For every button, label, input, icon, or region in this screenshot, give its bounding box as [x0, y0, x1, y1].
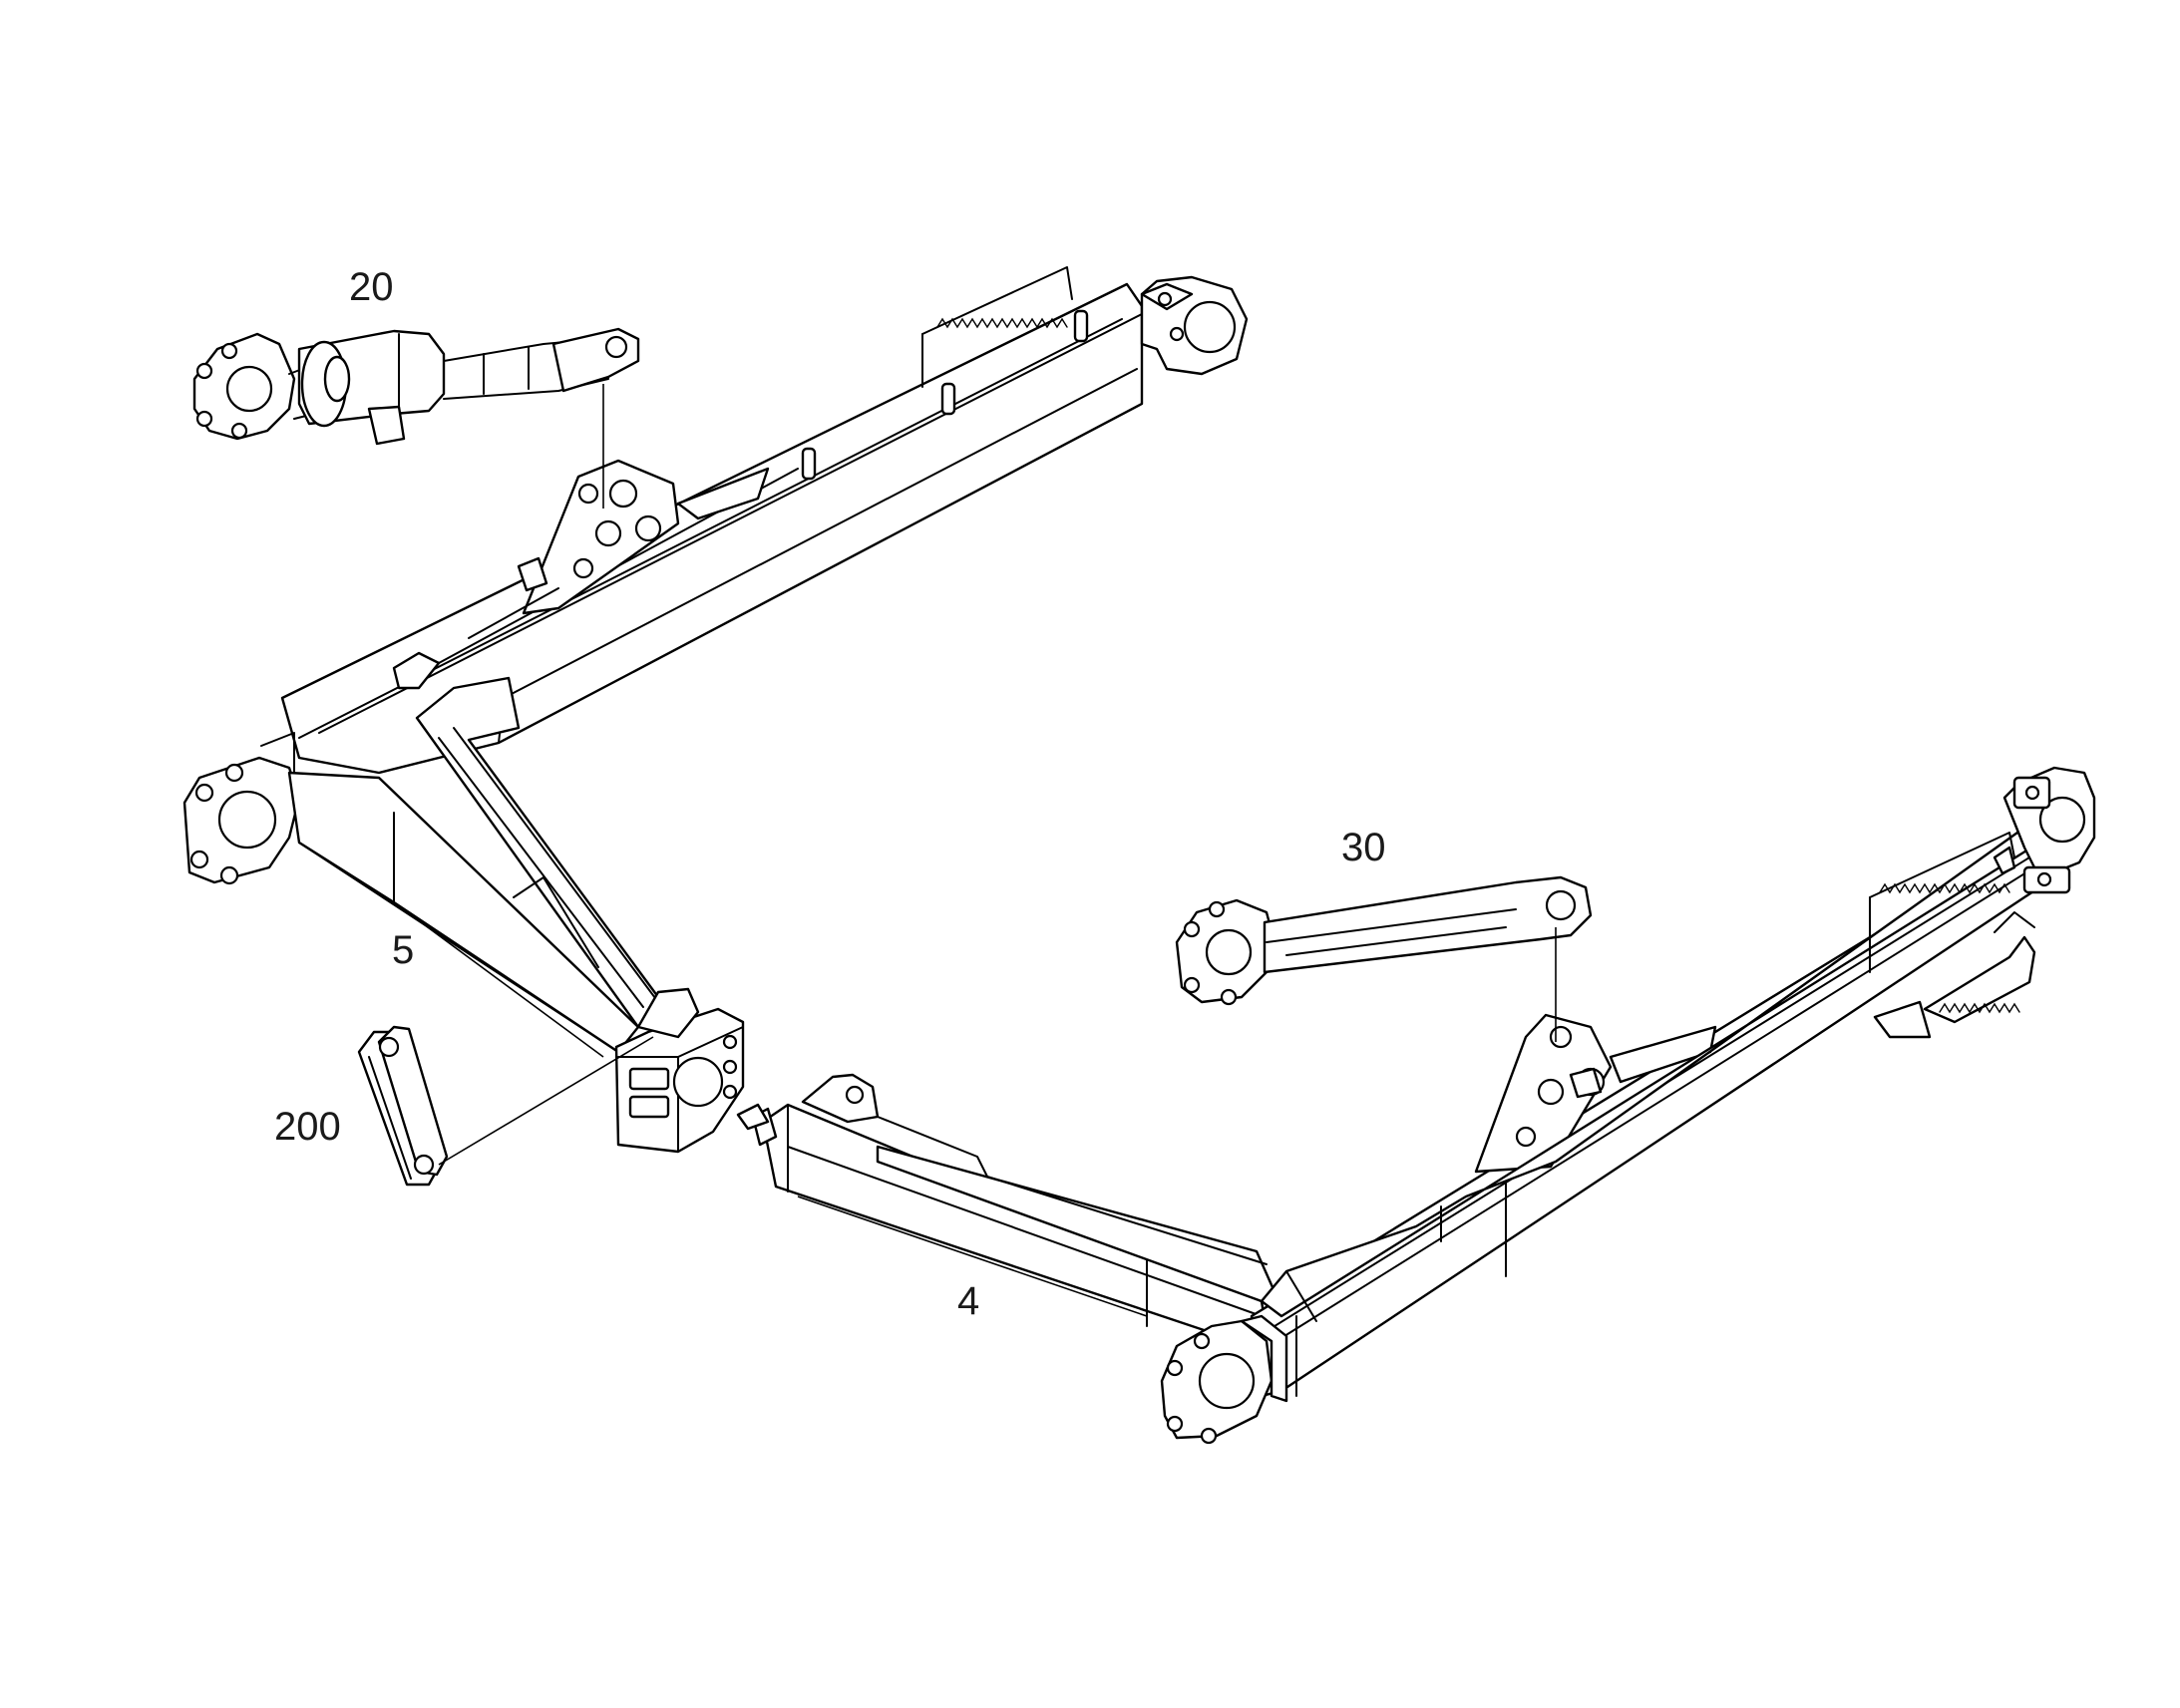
- leader-5: [393, 901, 604, 1058]
- callout-20: 20: [349, 265, 394, 309]
- hydraulic-cylinder-part: [192, 327, 640, 446]
- callout-200: 200: [274, 1105, 341, 1149]
- callout-30: 30: [1341, 826, 1386, 869]
- leader-4: [797, 1196, 1148, 1317]
- callout-5: 5: [392, 928, 415, 972]
- callout-4: 4: [957, 1279, 980, 1323]
- right-frame-part: [736, 766, 2096, 1445]
- link-plate-part: [357, 1025, 449, 1187]
- leader-200: [438, 1036, 654, 1166]
- connecting-rod-part: [1175, 875, 1593, 1006]
- leader-lines: [393, 384, 1557, 1317]
- left-frame-part: [182, 266, 1249, 1154]
